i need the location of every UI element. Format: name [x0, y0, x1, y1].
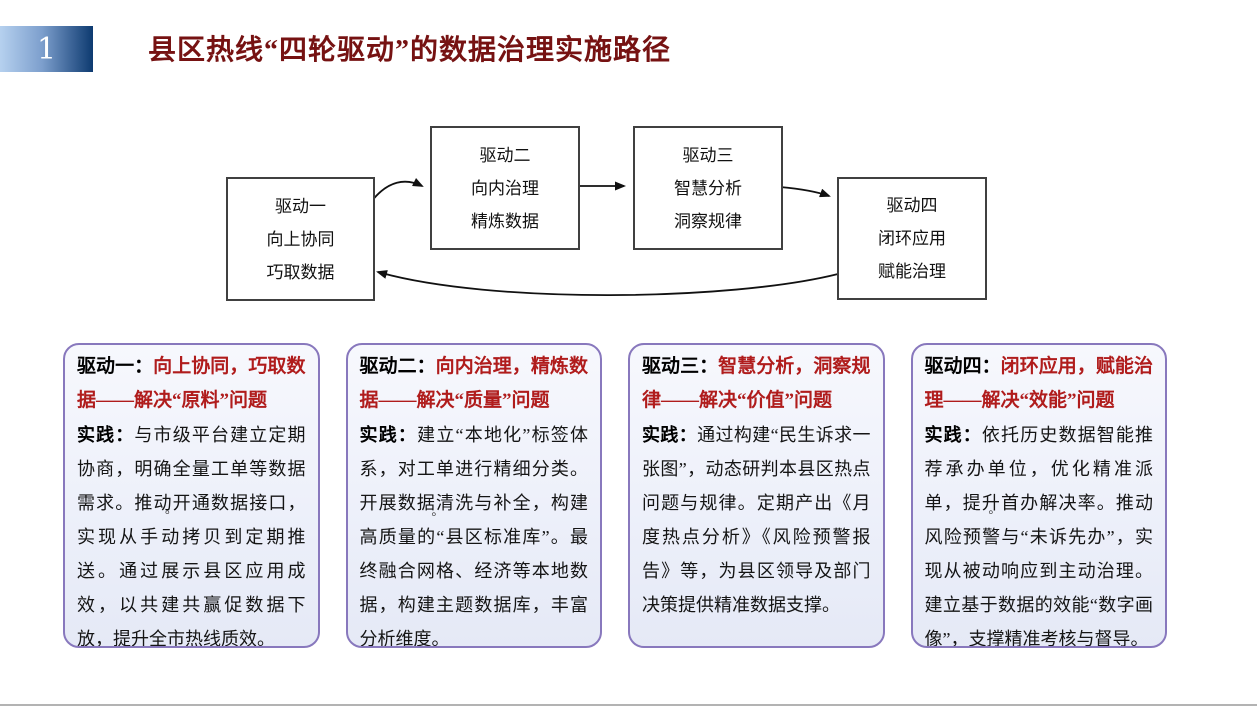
card-highlight: 向上协同，巧取数据——解决“原料”问题 — [77, 356, 306, 411]
card-title: 驱动二：向内治理，精炼数据——解决“质量”问题 — [360, 350, 589, 418]
card-body: 实践：依托历史数据智能推荐承办单位，优化精准派单，提升首办解决率。推动风险预警与… — [924, 418, 1154, 648]
stray-period-mark: 。 — [165, 502, 178, 516]
card-label: 驱动二： — [359, 356, 436, 377]
practice-label: 实践： — [642, 425, 698, 445]
drive-cards-row: 驱动一：向上协同，巧取数据——解决“原料”问题 实践：与市级平台建立定期协商，明… — [63, 343, 1167, 648]
practice-label: 实践： — [359, 425, 418, 445]
arrow-box4-return-to-box1 — [376, 270, 839, 297]
flow-box-line: 向上协同 — [266, 229, 335, 249]
practice-label: 实践： — [924, 425, 982, 445]
flow-box-line: 驱动四 — [886, 196, 938, 215]
card-label: 驱动三： — [642, 356, 719, 377]
flow-box-drive-4: 驱动四 闭环应用 赋能治理 — [837, 177, 987, 300]
card-body-text: 依托历史数据智能推荐承办单位，优化精准派单，提升首办解决率。推动风险预警与“未诉… — [924, 425, 1154, 648]
card-title: 驱动四：闭环应用，赋能治理——解决“效能”问题 — [925, 350, 1154, 418]
section-number: 1 — [36, 31, 57, 67]
drive-card-2: 驱动二：向内治理，精炼数据——解决“质量”问题 实践：建立“本地化”标签体系，对… — [345, 343, 602, 648]
flow-box-line: 巧取数据 — [266, 262, 335, 282]
card-highlight: 向内治理，精炼数据——解决“质量”问题 — [359, 356, 588, 411]
flow-box-line: 智慧分析 — [674, 178, 742, 198]
footer-divider-line — [0, 704, 1257, 706]
card-body: 实践：通过构建“民生诉求一张图”，动态研判本县区热点问题与规律。定期产出《月度热… — [642, 418, 871, 622]
flow-box-line: 精炼数据 — [471, 211, 539, 231]
card-label: 驱动一： — [77, 356, 154, 377]
card-body-text: 与市级平台建立定期协商，明确全量工单等数据需求。推动开通数据接口，实现从手动拷贝… — [77, 425, 306, 648]
card-body: 实践：建立“本地化”标签体系，对工单进行精细分类。开展数据清洗与补全，构建高质量… — [359, 418, 589, 648]
card-body-text: 建立“本地化”标签体系，对工单进行精细分类。开展数据清洗与补全，构建高质量的“县… — [359, 425, 589, 648]
flow-box-drive-1: 驱动一 向上协同 巧取数据 — [226, 177, 375, 301]
flow-box-drive-3: 驱动三 智慧分析 洞察规律 — [633, 126, 783, 250]
card-label: 驱动四： — [924, 356, 1001, 377]
flow-box-line: 向内治理 — [471, 178, 539, 198]
flow-box-line: 闭环应用 — [878, 229, 946, 248]
drive-card-1: 驱动一：向上协同，巧取数据——解决“原料”问题 实践：与市级平台建立定期协商，明… — [63, 343, 320, 648]
card-body: 实践：与市级平台建立定期协商，明确全量工单等数据需求。推动开通数据接口，实现从手… — [77, 418, 306, 648]
card-title: 驱动一：向上协同，巧取数据——解决“原料”问题 — [77, 350, 306, 418]
card-title: 驱动三：智慧分析，洞察规律——解决“价值”问题 — [642, 350, 871, 418]
card-highlight: 智慧分析，洞察规律——解决“价值”问题 — [642, 356, 871, 411]
stray-period-mark: 。 — [431, 504, 444, 518]
stray-period-mark: 。 — [706, 498, 719, 512]
section-number-badge: 1 — [0, 26, 93, 72]
stray-period-mark: 。 — [988, 502, 1001, 516]
drive-card-4: 驱动四：闭环应用，赋能治理——解决“效能”问题 实践：依托历史数据智能推荐承办单… — [910, 343, 1167, 648]
flow-box-line: 驱动二 — [479, 145, 531, 165]
card-highlight: 闭环应用，赋能治理——解决“效能”问题 — [924, 356, 1153, 411]
flow-box-line: 驱动三 — [682, 145, 734, 165]
flow-box-drive-2: 驱动二 向内治理 精炼数据 — [430, 126, 580, 250]
flow-box-line: 洞察规律 — [674, 211, 742, 231]
flow-box-line: 驱动一 — [275, 196, 326, 216]
card-body-text: 通过构建“民生诉求一张图”，动态研判本县区热点问题与规律。定期产出《月度热点分析… — [642, 425, 871, 615]
slide-title: 县区热线“四轮驱动”的数据治理实施路径 — [148, 35, 672, 66]
arrow-box3-to-box4 — [779, 186, 831, 198]
practice-label: 实践： — [77, 425, 135, 445]
drive-card-3: 驱动三：智慧分析，洞察规律——解决“价值”问题 实践：通过构建“民生诉求一张图”… — [628, 343, 885, 648]
flow-box-line: 赋能治理 — [878, 262, 946, 281]
arrow-box1-to-box2 — [370, 177, 424, 203]
